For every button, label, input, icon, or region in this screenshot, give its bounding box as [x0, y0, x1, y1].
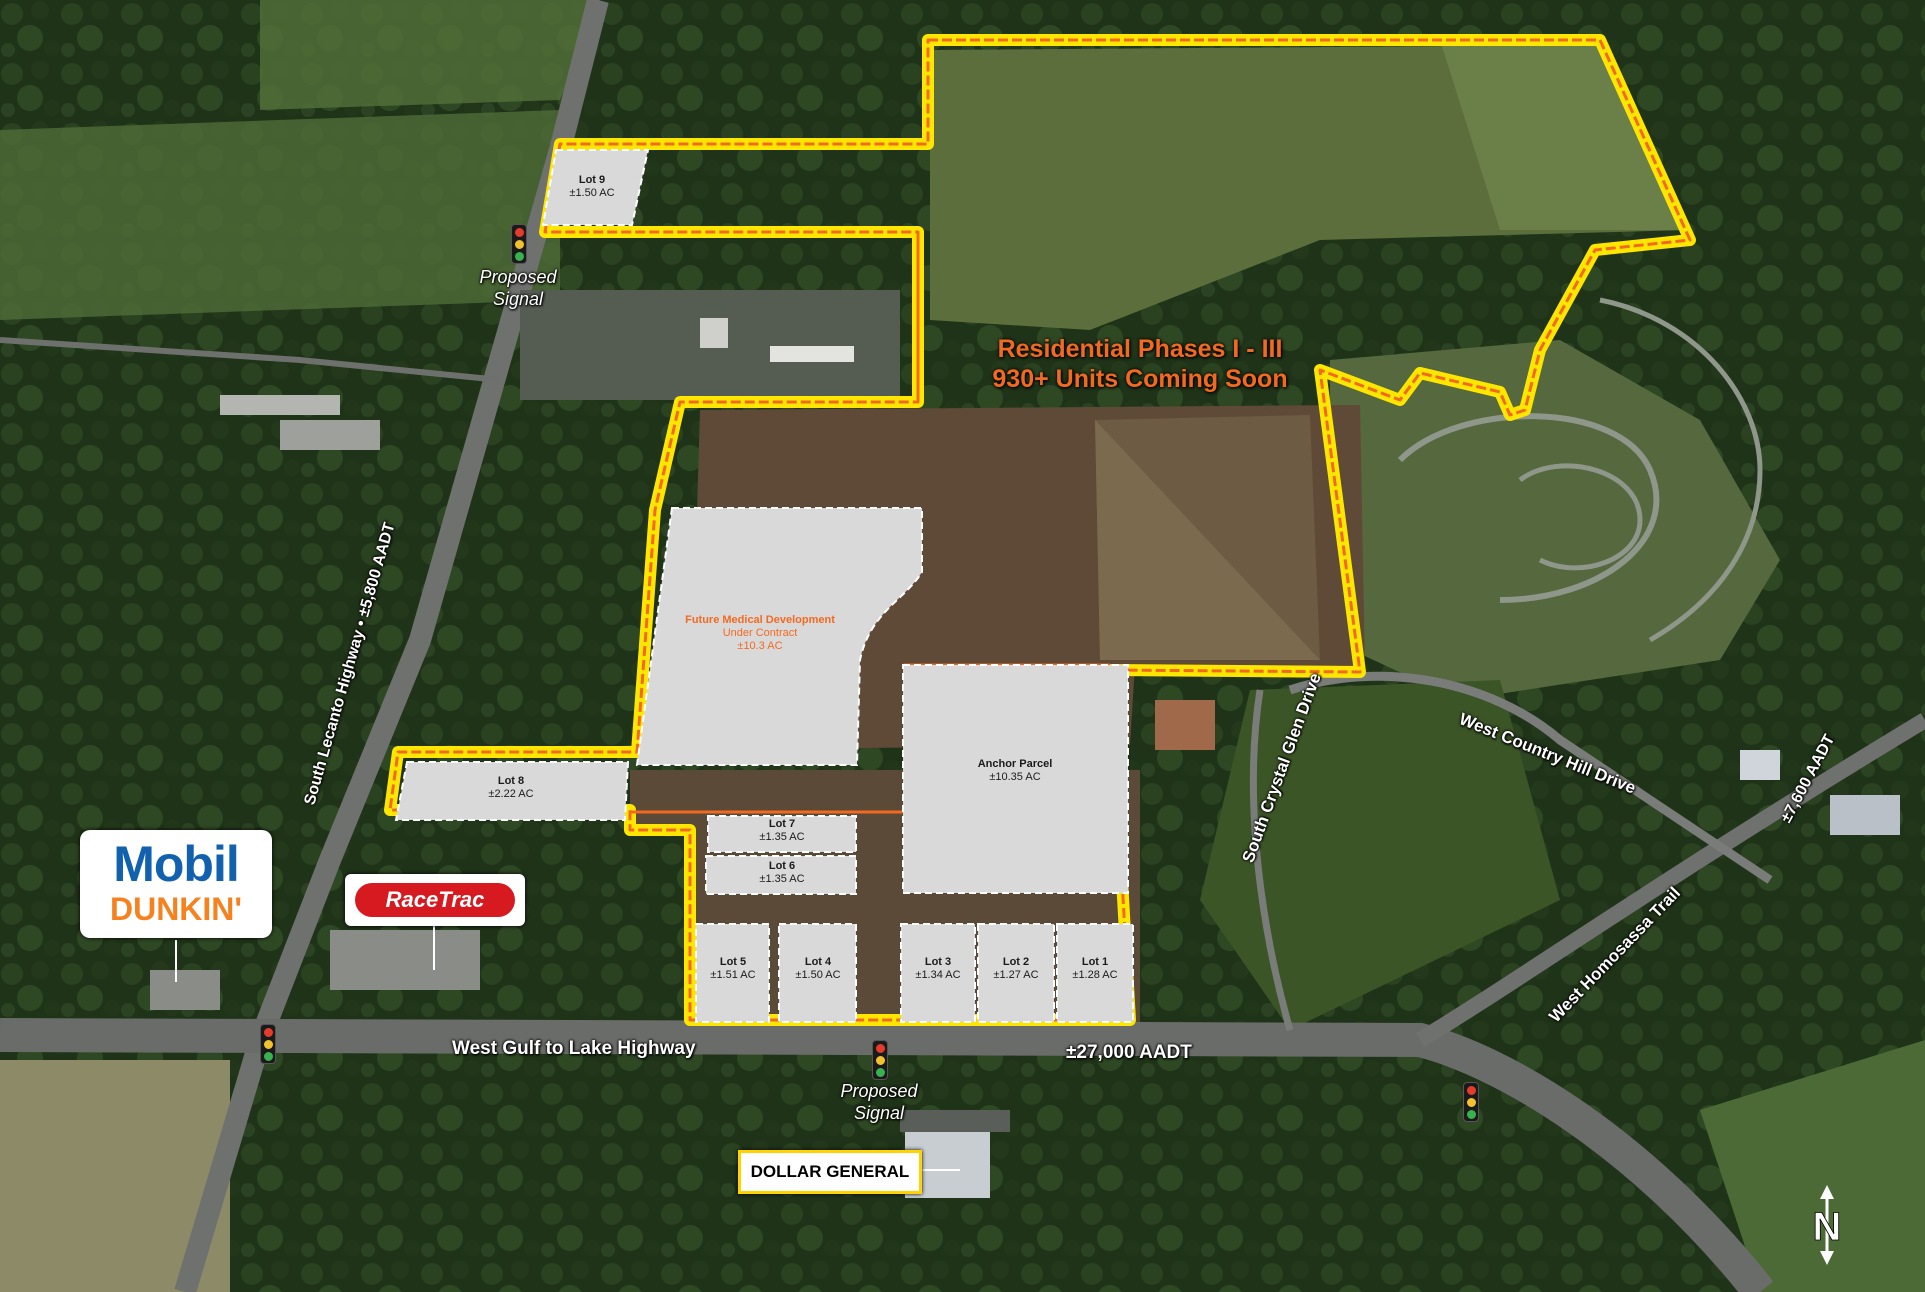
lot-2-name: Lot 2 [1002, 956, 1030, 968]
parcel-lot-3 [900, 923, 976, 1023]
lot-2-label: Lot 2 ±1.27 AC [985, 956, 1047, 982]
parcel-lot-8 [394, 761, 630, 821]
lot-5-label: Lot 5 ±1.51 AC [702, 956, 764, 982]
proposed-signal-south-icon [872, 1040, 888, 1080]
road-label-gulf: West Gulf to Lake Highway [452, 1038, 696, 1059]
proposed-signal-south-line-1: Proposed [840, 1081, 918, 1101]
dunkin-logo-text: DUNKIN' [109, 891, 243, 927]
parcel-lot-4 [778, 923, 857, 1023]
parcel-lot-6 [705, 855, 857, 895]
mobil-dunkin-logo: Mobil DUNKIN' [80, 830, 272, 938]
lot-4-label: Lot 4 ±1.50 AC [787, 956, 849, 982]
medical-acres: ±10.3 AC [737, 640, 783, 652]
parcel-lot-7 [707, 815, 857, 853]
lot-6-acres: ±1.35 AC [759, 873, 805, 885]
residential-line-2: 930+ Units Coming Soon [992, 365, 1288, 393]
proposed-signal-south-line-2: Signal [853, 1103, 905, 1123]
parcel-lot-1 [1056, 923, 1134, 1023]
lot-9-name: Lot 9 [578, 174, 606, 186]
lot-6-name: Lot 6 [768, 860, 796, 872]
lot-1-acres: ±1.28 AC [1072, 969, 1118, 981]
lot-7-name: Lot 7 [768, 818, 796, 830]
lot-8-acres: ±2.22 AC [488, 788, 534, 800]
lot-9-acres: ±1.50 AC [569, 187, 615, 199]
lot-4-name: Lot 4 [804, 956, 832, 968]
parcel-lot-5 [695, 923, 770, 1023]
lot-4-acres: ±1.50 AC [795, 969, 841, 981]
lot-1-name: Lot 1 [1081, 956, 1109, 968]
anchor-acres: ±10.35 AC [989, 771, 1041, 783]
proposed-signal-north-icon [511, 224, 527, 264]
lot-7-acres: ±1.35 AC [759, 831, 805, 843]
racetrac-logo-text: RaceTrac [355, 883, 515, 917]
lot-2-acres: ±1.27 AC [993, 969, 1039, 981]
lot-5-acres: ±1.51 AC [710, 969, 756, 981]
residential-line-1: Residential Phases I - III [997, 335, 1283, 363]
anchor-name: Anchor Parcel [977, 758, 1053, 770]
medical-parcel-label: Future Medical Development Under Contrac… [650, 614, 870, 653]
proposed-signal-north-line-2: Signal [492, 289, 544, 309]
lot-8-name: Lot 8 [497, 775, 525, 787]
lot-6-label: Lot 6 ±1.35 AC [742, 860, 822, 886]
parcel-medical [635, 507, 923, 766]
lot-3-acres: ±1.34 AC [915, 969, 961, 981]
lot-8-label: Lot 8 ±2.22 AC [466, 775, 556, 801]
dollar-general-logo: DOLLAR GENERAL [738, 1150, 922, 1194]
road-label-gulf-aadt: ±27,000 AADT [1066, 1042, 1192, 1063]
parcel-anchor [902, 664, 1129, 894]
lot-5-name: Lot 5 [719, 956, 747, 968]
proposed-signal-north-line-1: Proposed [479, 267, 557, 287]
medical-status: Under Contract [722, 627, 798, 639]
parcel-lot-2 [977, 923, 1055, 1023]
north-arrow-letter: N [1813, 1205, 1842, 1249]
racetrac-logo: RaceTrac [345, 874, 525, 926]
lot-1-label: Lot 1 ±1.28 AC [1064, 956, 1126, 982]
proposed-signal-north-label: Proposed Signal [468, 266, 568, 310]
proposed-signal-south-label: Proposed Signal [829, 1080, 929, 1124]
residential-label: Residential Phases I - III 930+ Units Co… [920, 334, 1360, 394]
lot-9-label: Lot 9 ±1.50 AC [552, 174, 632, 200]
mobil-logo-text: Mobil [113, 836, 240, 892]
signal-lecanto-icon [260, 1024, 276, 1064]
signal-homosassa-icon [1463, 1082, 1479, 1122]
medical-name: Future Medical Development [685, 614, 835, 626]
lot-3-label: Lot 3 ±1.34 AC [907, 956, 969, 982]
lot-7-label: Lot 7 ±1.35 AC [742, 818, 822, 844]
anchor-parcel-label: Anchor Parcel ±10.35 AC [955, 758, 1075, 784]
north-arrow-icon: N [1812, 1185, 1842, 1265]
lot-3-name: Lot 3 [924, 956, 952, 968]
parcel-lot-9 [541, 149, 650, 226]
